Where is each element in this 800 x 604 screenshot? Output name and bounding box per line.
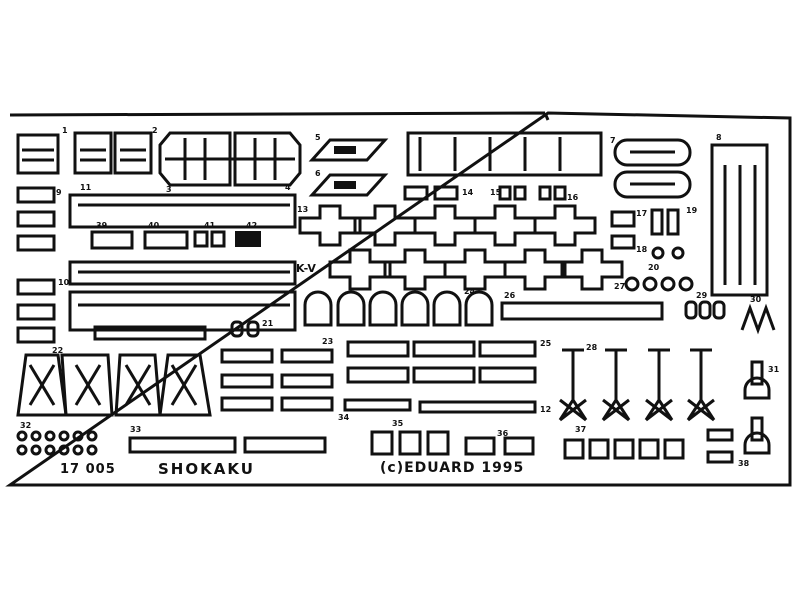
part-number-32: 32 (20, 421, 31, 430)
part-number-7: 7 (610, 136, 616, 145)
part-number-28: 28 (586, 343, 598, 352)
part-number-39: 39 (96, 221, 108, 230)
part-number-34: 34 (338, 413, 350, 422)
part-strip-12 (418, 400, 537, 414)
part-group-27 (624, 276, 694, 292)
part-group-14-15 (403, 185, 567, 201)
part-number-12: 12 (540, 405, 551, 414)
part-number-30: 30 (750, 295, 762, 304)
part-number-5: 5 (315, 133, 321, 142)
part-group-33 (128, 436, 327, 454)
part-number-9: 9 (56, 188, 62, 197)
part-group-39-42 (90, 230, 261, 250)
part-number-23: 23 (322, 337, 333, 346)
part-number-38: 38 (738, 459, 750, 468)
part-number-37: 37 (575, 425, 586, 434)
part-number-14: 14 (462, 188, 474, 197)
part-rings (230, 320, 260, 338)
part-number-16: 16 (567, 193, 579, 202)
part-group-17-20 (610, 208, 685, 260)
part-number-24: 24 (464, 287, 476, 296)
part-group-13-16 (298, 204, 624, 291)
part-group-23 (220, 348, 334, 412)
part-group-1 (16, 131, 153, 175)
part-group-7 (613, 138, 692, 199)
part-number-17: 17 (636, 209, 647, 218)
part-number-26: 26 (504, 291, 516, 300)
part-number-40: 40 (148, 221, 160, 230)
part-group-31 (743, 360, 771, 455)
fret-code-label: 17 005 (60, 462, 116, 477)
part-group-5 (308, 138, 389, 197)
part-number-25: 25 (540, 339, 552, 348)
part-number-31: 31 (768, 365, 780, 374)
part-group-elevators (158, 131, 302, 187)
part-number-8: 8 (716, 133, 722, 142)
part-number-36: 36 (497, 429, 509, 438)
part-number-22: 22 (52, 346, 63, 355)
part-group-25 (346, 340, 537, 384)
part-strip (93, 325, 207, 341)
part-number-3: 3 (166, 185, 172, 194)
part-group-32 (16, 430, 98, 456)
part-30 (740, 303, 776, 335)
part-number-41: 41 (204, 221, 216, 230)
part-number-4: 4 (285, 183, 291, 192)
part-group-9-10 (16, 186, 56, 344)
part-number-15: 15 (490, 188, 502, 197)
part-group-11 (68, 193, 297, 332)
part-number-35: 35 (392, 419, 404, 428)
part-group-28 (558, 348, 716, 422)
part-number-2: 2 (152, 126, 158, 135)
fret-frame (5, 111, 792, 487)
part-group-37 (563, 438, 685, 460)
part-number-1: 1 (62, 126, 68, 135)
part-group-38 (706, 428, 734, 464)
part-number-13: 13 (297, 205, 308, 214)
part-number-29: 29 (696, 291, 708, 300)
part-group-35-36 (370, 430, 535, 456)
part-number-33: 33 (130, 425, 141, 434)
part-number-11: 11 (80, 183, 92, 192)
kv-label: K-V (296, 262, 316, 275)
part-group-22 (16, 353, 212, 417)
part-group-24 (303, 290, 494, 327)
part-number-18: 18 (636, 245, 648, 254)
part-number-19: 19 (686, 206, 698, 215)
part-group-29 (684, 300, 726, 320)
ship-name-label: SHOKAKU (158, 460, 255, 478)
part-strip-26 (500, 301, 664, 321)
part-number-21: 21 (262, 319, 274, 328)
part-number-27: 27 (614, 282, 625, 291)
part-number-6: 6 (315, 169, 321, 178)
part-number-20: 20 (648, 263, 660, 272)
part-group-panel (406, 131, 603, 177)
part-group-8 (710, 143, 769, 297)
part-number-10: 10 (58, 278, 70, 287)
part-number-42: 42 (246, 221, 257, 230)
part-strip-34 (343, 398, 412, 412)
copyright-label: (c)EDUARD 1995 (380, 460, 525, 476)
